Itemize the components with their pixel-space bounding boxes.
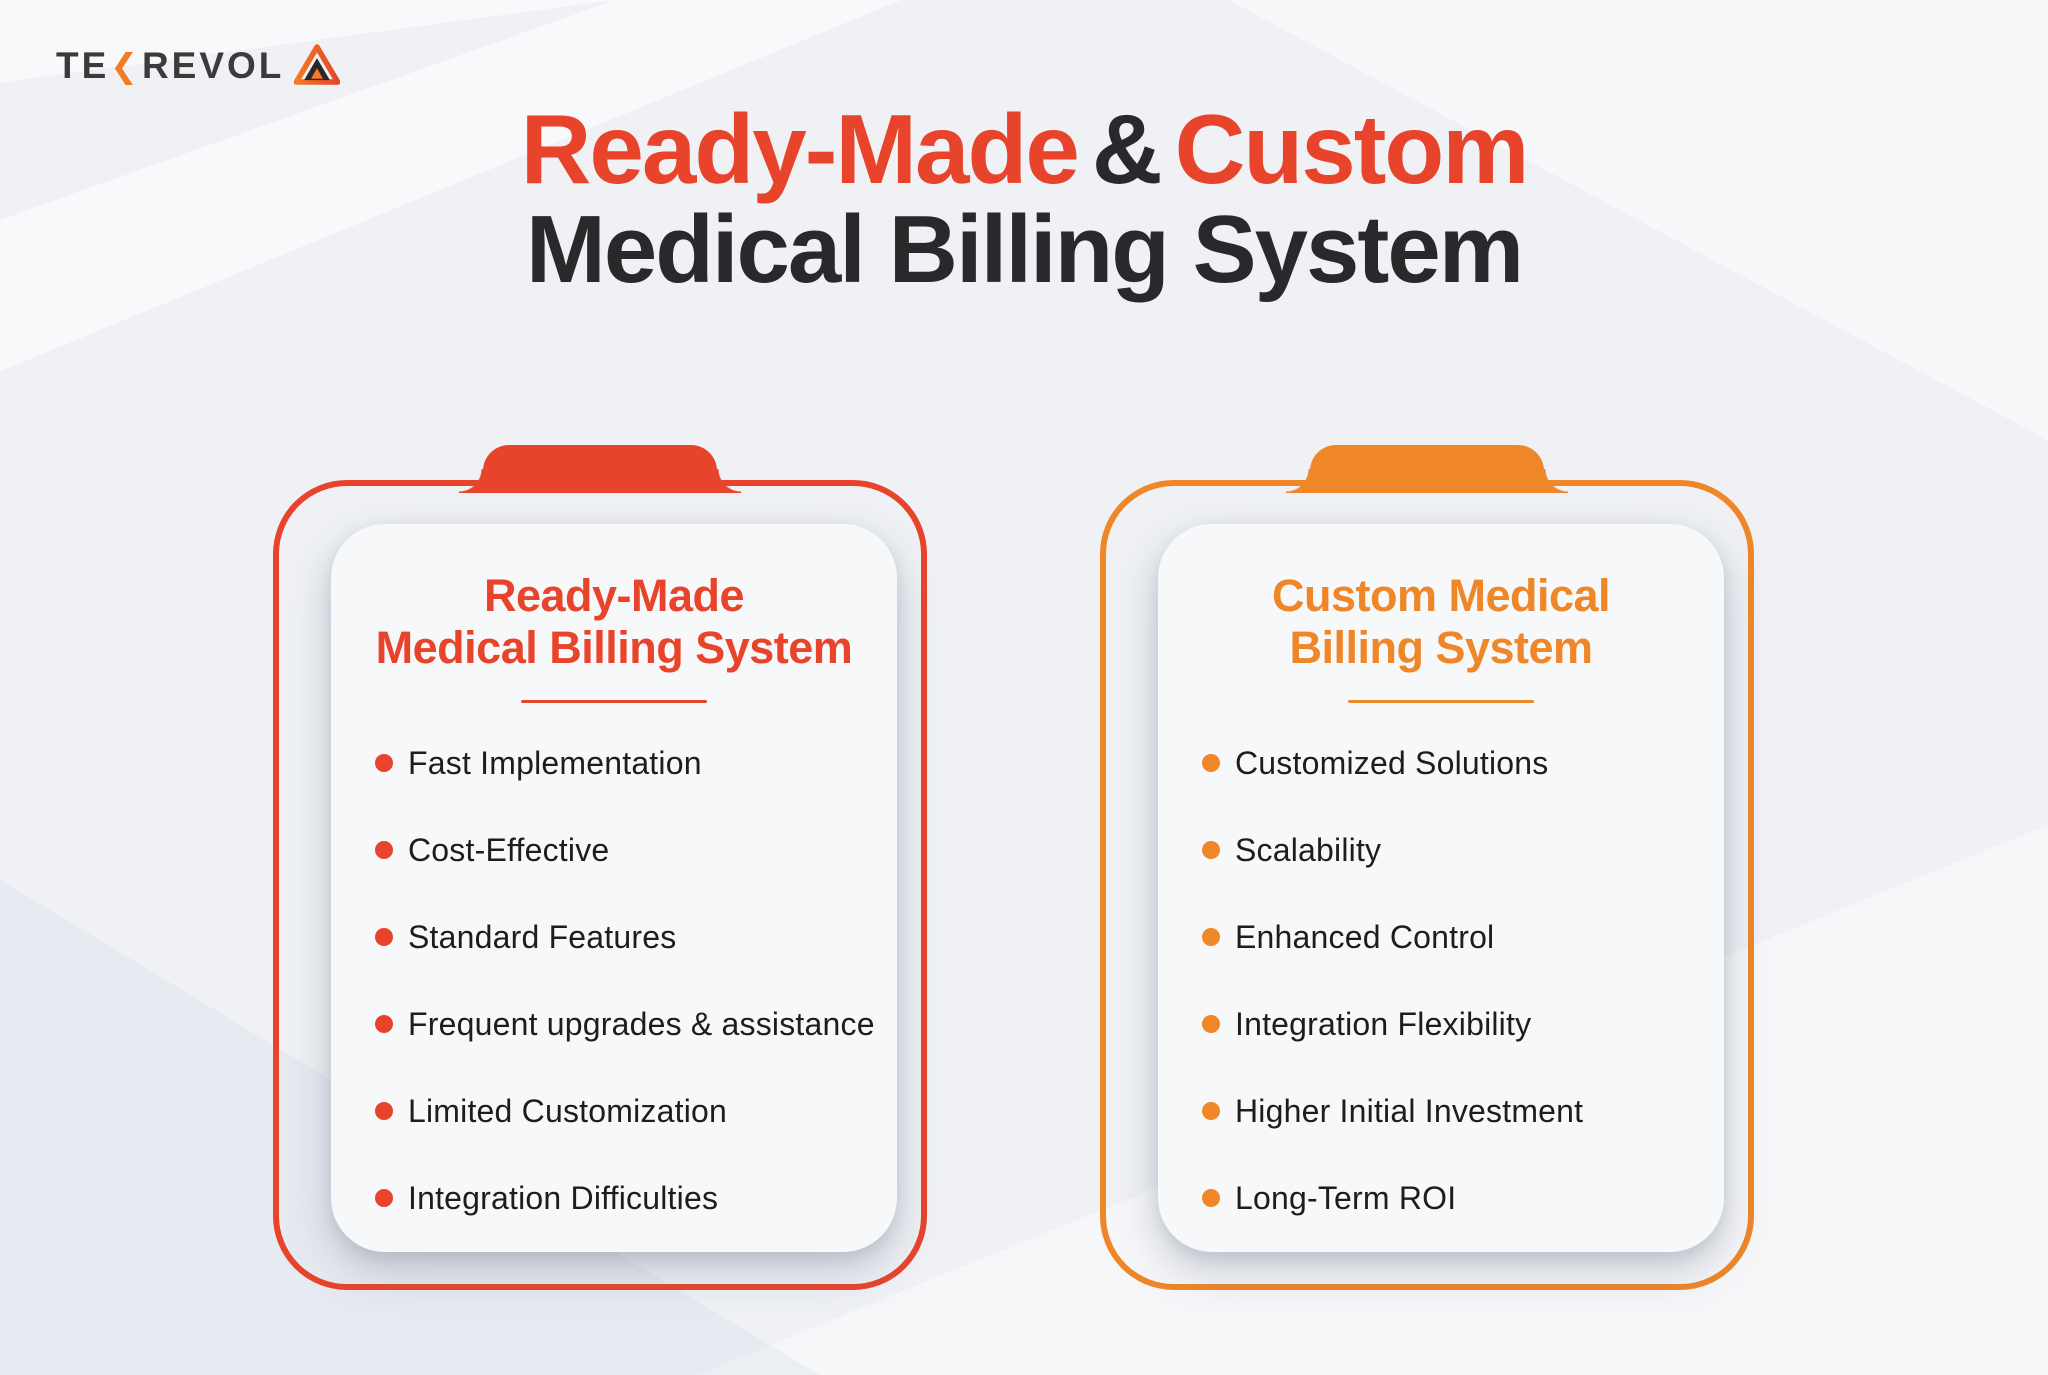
heading-underline xyxy=(1348,700,1534,704)
feature-label: Fast Implementation xyxy=(408,744,702,781)
card-ready-made-tab xyxy=(459,445,741,493)
feature-label: Standard Features xyxy=(408,918,677,955)
list-item: Long-Term ROI xyxy=(1202,1178,1724,1218)
title-word-custom: Custom xyxy=(1174,94,1530,204)
bullet-dot-icon xyxy=(1202,841,1220,860)
list-item: Integration Flexibility xyxy=(1202,1004,1724,1044)
feature-label: Cost-Effective xyxy=(408,831,610,868)
list-item: Scalability xyxy=(1202,830,1724,870)
page-title-line2: Medical Billing System xyxy=(525,195,1524,303)
card-custom: Custom Medical Billing System Customized… xyxy=(1100,445,1754,1290)
feature-label: Integration Flexibility xyxy=(1235,1005,1532,1042)
list-item: Customized Solutions xyxy=(1202,743,1724,783)
heading-underline xyxy=(521,700,707,704)
page-title-line1: Ready-Made&Custom xyxy=(0,98,2048,201)
bullet-dot-icon xyxy=(1202,1102,1220,1121)
feature-label: Frequent upgrades & assistance xyxy=(408,1005,875,1042)
card-ready-made: Ready-Made Medical Billing System Fast I… xyxy=(273,445,927,1290)
bullet-dot-icon xyxy=(375,1189,393,1208)
feature-label: Limited Customization xyxy=(408,1092,727,1129)
list-item: Standard Features xyxy=(375,917,897,957)
feature-label: Customized Solutions xyxy=(1235,744,1549,781)
feature-label: Higher Initial Investment xyxy=(1235,1092,1584,1129)
card-custom-tab xyxy=(1286,445,1568,493)
logo-wordmark: TE❮REVOL xyxy=(56,47,284,84)
bullet-dot-icon xyxy=(375,1102,393,1121)
card-heading-line1: Custom Medical xyxy=(1271,570,1611,621)
bullet-dot-icon xyxy=(1202,928,1220,947)
list-item: Integration Difficulties xyxy=(375,1178,897,1218)
feature-label: Integration Difficulties xyxy=(408,1179,719,1216)
list-item: Limited Customization xyxy=(375,1091,897,1131)
card-ready-made-feature-list: Fast Implementation Cost-Effective Stand… xyxy=(331,743,897,1218)
list-item: Frequent upgrades & assistance xyxy=(375,1004,897,1044)
bullet-dot-icon xyxy=(375,841,393,860)
page-title: Ready-Made&Custom Medical Billing System xyxy=(0,98,2048,299)
feature-label: Enhanced Control xyxy=(1235,918,1495,955)
card-custom-panel: Custom Medical Billing System Customized… xyxy=(1158,524,1724,1252)
list-item: Fast Implementation xyxy=(375,743,897,783)
card-custom-heading: Custom Medical Billing System xyxy=(1158,524,1724,674)
logo-text-suffix: REVOL xyxy=(141,44,285,86)
brand-logo: TE❮REVOL xyxy=(56,44,341,86)
card-ready-made-panel: Ready-Made Medical Billing System Fast I… xyxy=(331,524,897,1252)
card-heading-line1: Ready-Made xyxy=(483,570,745,621)
list-item: Cost-Effective xyxy=(375,830,897,870)
feature-label: Long-Term ROI xyxy=(1235,1179,1457,1216)
card-custom-feature-list: Customized Solutions Scalability Enhance… xyxy=(1158,743,1724,1218)
card-ready-made-heading: Ready-Made Medical Billing System xyxy=(331,524,897,674)
bullet-dot-icon xyxy=(1202,754,1220,773)
logo-text-prefix: TE xyxy=(56,44,110,86)
bullet-dot-icon xyxy=(375,1015,393,1034)
logo-triangle-icon xyxy=(294,44,341,85)
bullet-dot-icon xyxy=(375,754,393,773)
feature-label: Scalability xyxy=(1235,831,1382,868)
list-item: Enhanced Control xyxy=(1202,917,1724,957)
bullet-dot-icon xyxy=(1202,1015,1220,1034)
logo-chevron-k-icon: ❮ xyxy=(110,46,141,84)
card-heading-line2: Medical Billing System xyxy=(375,622,853,674)
list-item: Higher Initial Investment xyxy=(1202,1091,1724,1131)
title-word-ready-made: Ready-Made xyxy=(520,94,1080,204)
title-ampersand: & xyxy=(1091,94,1163,204)
bullet-dot-icon xyxy=(375,928,393,947)
card-heading-line2: Billing System xyxy=(1289,622,1593,674)
bullet-dot-icon xyxy=(1202,1189,1220,1208)
